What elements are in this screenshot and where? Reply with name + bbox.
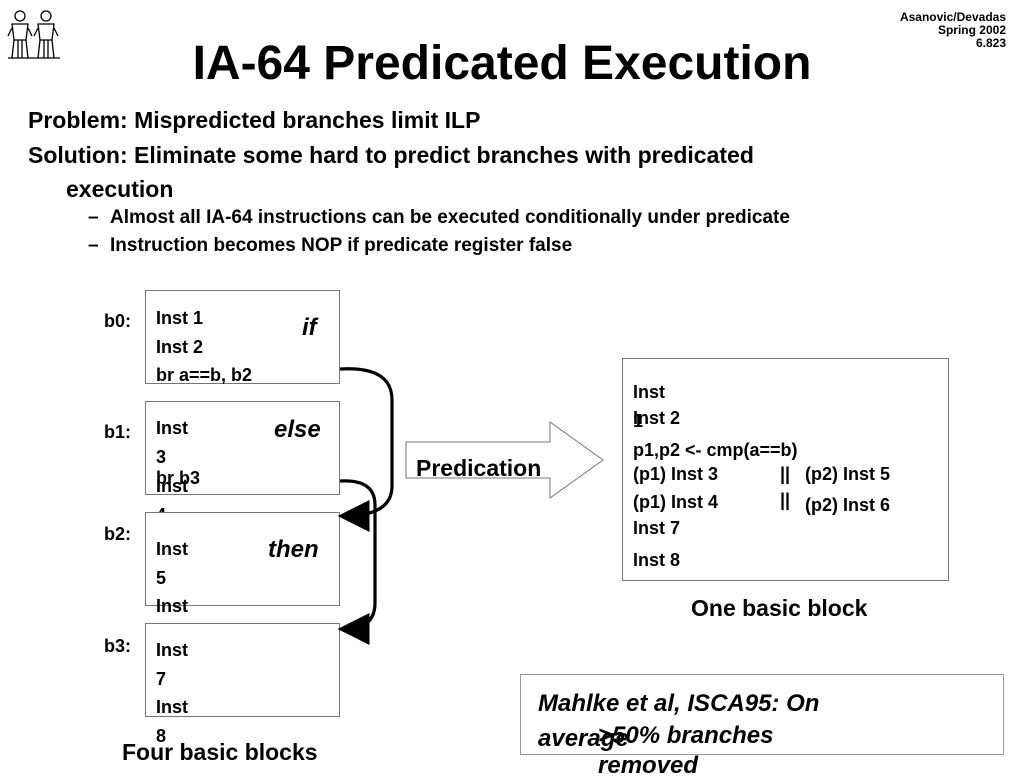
parallel-sep-1: || — [780, 464, 791, 484]
slide-title: IA-64 Predicated Execution — [192, 37, 812, 90]
keyword-if: if — [302, 314, 317, 341]
r-inst-1: Inst 1 — [633, 382, 666, 431]
course-number: 6.823 — [975, 36, 1006, 50]
branch-arrow-b0-to-b2 — [337, 367, 394, 532]
sub-bullet-text: Almost all IA-64 instructions can be exe… — [110, 207, 790, 228]
r-inst-2: Inst 2 — [633, 408, 681, 428]
r-p2-inst-6: (p2) Inst 6 — [805, 495, 891, 515]
problem-text: Problem: Mispredicted branches limit ILP — [28, 107, 481, 133]
block-b2 — [145, 512, 340, 606]
b1-branch: br b3 — [156, 468, 201, 488]
parallel-sep-2: || — [780, 490, 791, 510]
label-b2: b2: — [104, 524, 131, 544]
b1-inst-3: Inst 3 — [156, 418, 189, 467]
reference-line-4: removed — [598, 752, 699, 779]
solution-text: Solution: Eliminate some hard to predict… — [28, 142, 754, 168]
r-p1-inst-4: (p1) Inst 4 — [633, 492, 719, 512]
predicated-block — [622, 358, 949, 581]
reference-box — [520, 674, 1004, 755]
sub-bullet-text: Instruction becomes NOP if predicate reg… — [110, 235, 573, 256]
caption-one-block: One basic block — [691, 595, 868, 621]
reference-line-3: >50% branches — [598, 722, 774, 749]
branch-arrow-b1-to-b3 — [337, 479, 377, 645]
block-b0 — [145, 290, 340, 384]
caption-four-blocks: Four basic blocks — [122, 739, 318, 765]
keyword-then: then — [268, 536, 319, 563]
b3-inst-7: Inst 7 — [156, 640, 189, 689]
solution-text-cont: execution — [66, 176, 174, 202]
block-b3 — [145, 623, 340, 717]
r-inst-8: Inst 8 — [633, 550, 681, 570]
course-info: Asanovic/Devadas Spring 2002 6.823 — [900, 11, 1006, 50]
mit-logo-icon — [6, 6, 62, 60]
keyword-else: else — [274, 416, 321, 443]
b0-branch: br a==b, b2 — [156, 365, 253, 385]
b3-inst-8: Inst 8 — [156, 697, 189, 746]
course-term: Spring 2002 — [937, 23, 1006, 37]
b2-inst-5: Inst 5 — [156, 539, 189, 588]
predication-arrow-shape — [405, 421, 604, 499]
dash-marker: – — [88, 207, 99, 228]
course-authors: Asanovic/Devadas — [899, 10, 1006, 24]
label-b0: b0: — [104, 311, 131, 331]
dash-marker: – — [88, 235, 99, 256]
sub-bullet-2: –Instruction becomes NOP if predicate re… — [88, 234, 572, 258]
reference-line-1: Mahlke et al, ISCA95: On — [538, 690, 820, 717]
sub-bullet-1: –Almost all IA-64 instructions can be ex… — [88, 206, 790, 230]
b0-inst-1: Inst 1 — [156, 308, 204, 328]
label-b1: b1: — [104, 422, 131, 442]
r-p2-inst-5: (p2) Inst 5 — [805, 464, 891, 484]
block-b1 — [145, 401, 340, 495]
predication-label: Predication — [416, 455, 542, 481]
r-cmp: p1,p2 <- cmp(a==b) — [633, 440, 798, 460]
label-b3: b3: — [104, 636, 131, 656]
r-p1-inst-3: (p1) Inst 3 — [633, 464, 719, 484]
reference-line-2: average — [538, 725, 629, 752]
b0-inst-2: Inst 2 — [156, 337, 204, 357]
r-inst-7: Inst 7 — [633, 518, 681, 538]
